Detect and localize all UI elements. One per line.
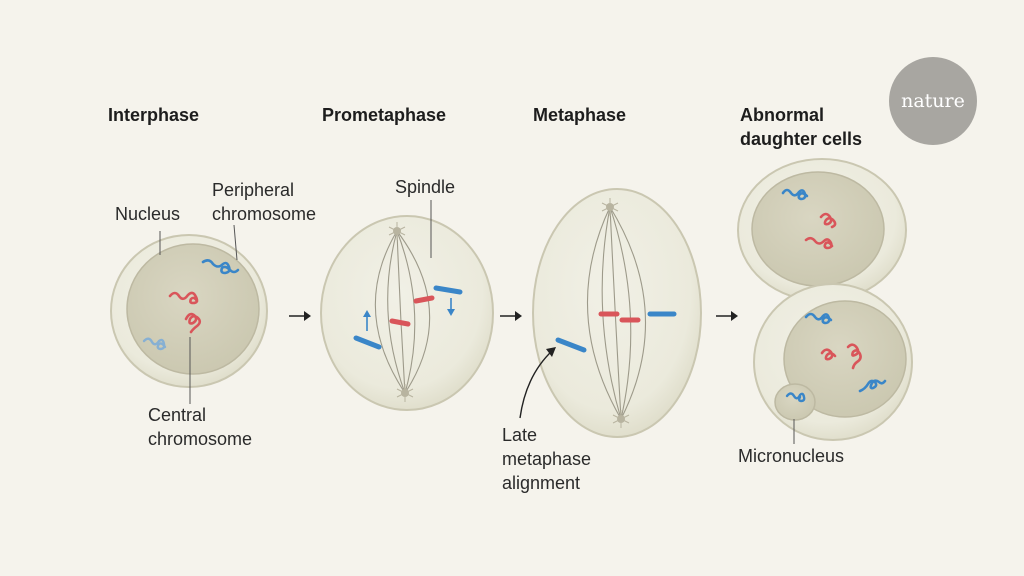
central-chromosome [168,291,199,305]
peripheral-chromosome-2 [858,379,887,393]
metaphase-cell [519,188,702,438]
up-arrow-icon [363,310,371,331]
spindle-pole-icon [388,222,406,240]
spindle-label: Spindle [395,177,456,197]
central-chromosome-label: Central chromosome [148,403,252,451]
cell-membrane [320,215,494,411]
peripheral-pointer [233,224,238,261]
stage-title-interphase: Interphase [108,105,200,125]
prometaphase-cell [320,200,494,411]
central-chromosome [820,348,837,361]
nature-logo: nature [889,57,977,145]
micronucleus-label: Micronucleus [738,446,845,466]
peripheral-chromosome-label: Peripheral chromosome [212,178,316,226]
stage-title-abnormal: Abnormal daughter cells [740,103,862,151]
right-arrow-icon [716,311,738,321]
label-line: Central [148,405,207,425]
spindle-pole-icon [612,410,630,428]
label-line: metaphase [502,449,592,469]
label-line: alignment [502,473,581,493]
spindle-pole-icon [396,384,414,402]
label-line: Late [502,425,538,445]
stage-title-metaphase: Metaphase [533,105,627,125]
central-chromosome [389,318,411,327]
peripheral-chromosome [353,335,382,350]
stage-title-line: Abnormal [740,105,825,125]
spindle-fibers [374,230,431,394]
label-line: chromosome [212,204,317,224]
stage-title-prometaphase: Prometaphase [322,105,447,125]
nucleus-label: Nucleus [115,204,181,224]
arrow-head-icon [546,347,556,357]
label-line: Peripheral [212,180,295,200]
peripheral-chromosome-faded [142,337,167,351]
central-chromosome-2 [846,343,862,370]
down-arrow-icon [447,298,455,316]
peripheral-chromosome [433,285,463,295]
central-chromosome-2 [804,236,834,250]
daughter-cell-top [737,158,907,302]
peripheral-chromosome [201,259,240,275]
interphase-cell [110,224,268,404]
central-chromosome [819,212,837,229]
micronucleus [774,383,816,421]
peripheral-chromosome [804,312,833,325]
right-arrow-icon [289,311,311,321]
micronucleus-chromosome [785,392,806,403]
right-arrow-icon [500,311,522,321]
label-line: chromosome [148,429,253,449]
lagging-chromosome [555,337,587,353]
late-metaphase-label: Late metaphase alignment [502,423,591,495]
peripheral-chromosome [781,188,809,201]
spindle-pole-icon [601,198,619,216]
central-chromosome-2 [184,312,202,334]
daughter-cell-bottom [753,283,913,444]
central-chromosome [413,295,435,304]
nucleus [126,243,260,375]
late-alignment-pointer [519,349,554,419]
nucleus [751,171,885,287]
stage-title-line: daughter cells [740,129,863,149]
